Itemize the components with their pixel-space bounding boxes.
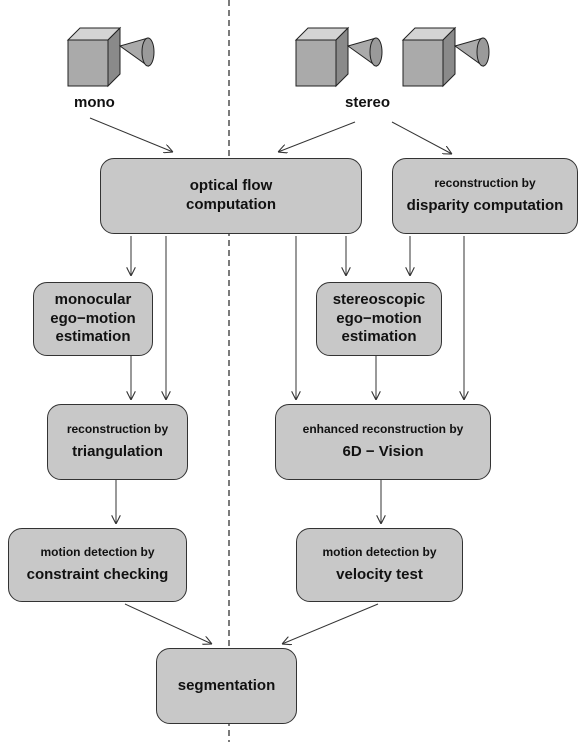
constraint-big-label: constraint checking	[26, 566, 169, 584]
arrow-stereo-to-disparity	[391, 121, 452, 154]
disparity-big-label: disparity computation	[406, 197, 564, 215]
triangulation-node: reconstruction by triangulation	[47, 404, 188, 480]
optical-flow-line2: computation	[186, 196, 276, 213]
triangulation-small-label: reconstruction by	[66, 422, 169, 437]
camera-icon-stereo-left	[295, 27, 383, 87]
6d-small-label: enhanced reconstruction by	[302, 422, 464, 437]
stereoscopic-line3: estimation	[341, 328, 417, 346]
velocity-big-label: velocity test	[336, 566, 423, 584]
optical-flow-line1: optical flow	[189, 177, 273, 195]
constraint-checking-node: motion detection by constraint checking	[8, 528, 187, 602]
monocular-ego-motion-node: monocular ego−motion estimation	[33, 282, 153, 356]
disparity-node: reconstruction by disparity computation	[392, 158, 578, 234]
monocular-line2: ego−motion	[50, 309, 136, 327]
stereoscopic-line2: ego−motion	[336, 309, 422, 327]
camera-icon-mono	[67, 27, 155, 87]
camera-icon-stereo-right	[402, 27, 490, 87]
velocity-test-node: motion detection by velocity test	[296, 528, 463, 602]
constraint-small-label: motion detection by	[40, 545, 155, 560]
segmentation-node: segmentation	[156, 648, 297, 724]
arrow-mono-to-optical	[89, 117, 173, 152]
stereo-label: stereo	[345, 94, 391, 111]
arrow-stereo-to-optical	[278, 121, 356, 152]
monocular-line1: monocular	[54, 290, 132, 308]
optical-flow-node: optical flow computation	[100, 158, 362, 234]
monocular-line3: estimation	[55, 328, 131, 346]
6d-big-label: 6D − Vision	[342, 443, 424, 461]
velocity-small-label: motion detection by	[322, 545, 437, 560]
arrow-velocity-to-segmentation	[282, 603, 379, 644]
stereoscopic-ego-motion-node: stereoscopic ego−motion estimation	[316, 282, 442, 356]
disparity-small-label: reconstruction by	[434, 176, 536, 191]
arrow-constraint-to-segmentation	[124, 603, 212, 644]
triangulation-big-label: triangulation	[72, 443, 163, 461]
segmentation-label: segmentation	[177, 676, 276, 694]
stereoscopic-line1: stereoscopic	[332, 290, 426, 308]
mono-label: mono	[74, 94, 115, 111]
6d-vision-node: enhanced reconstruction by 6D − Vision	[275, 404, 491, 480]
